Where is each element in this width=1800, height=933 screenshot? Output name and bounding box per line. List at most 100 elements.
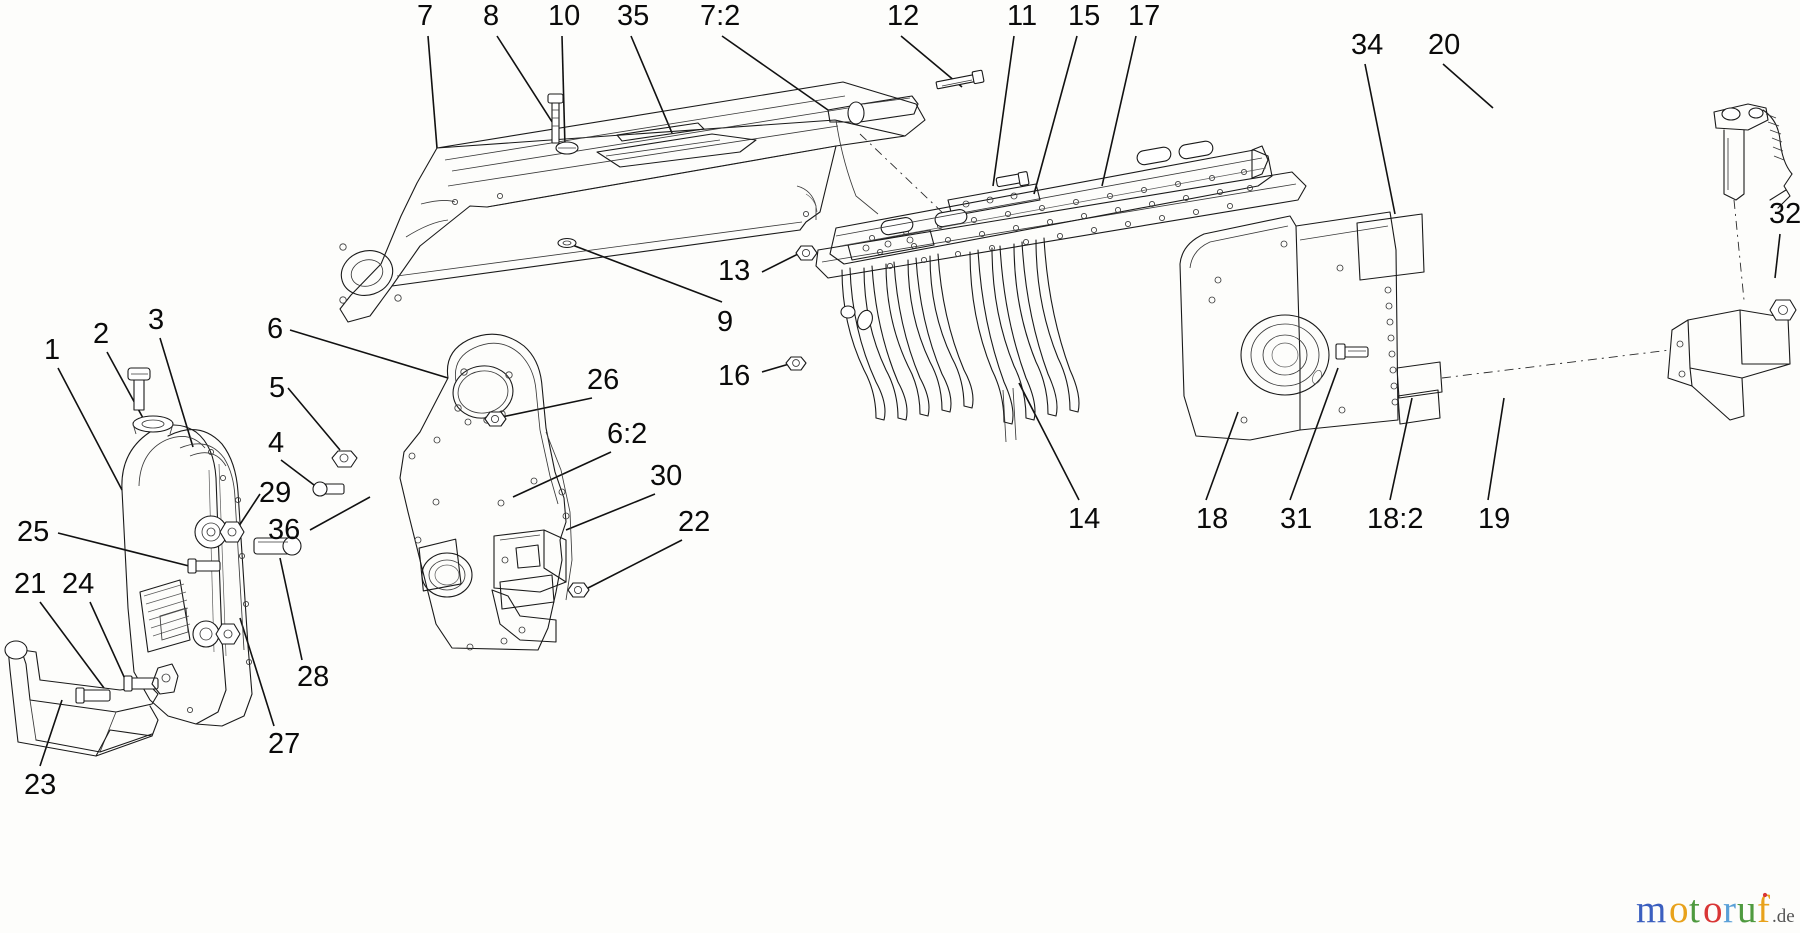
callout-29: 29 [259, 477, 292, 509]
fastener-32 [1769, 299, 1797, 321]
leader-23 [39, 699, 63, 767]
fastener-31 [1335, 343, 1369, 360]
fastener-5 [331, 450, 358, 468]
part-roller-d [1178, 140, 1214, 160]
part-7-2-pivot [827, 95, 919, 125]
leader-1 [57, 367, 123, 491]
callout-18-2: 18:2 [1367, 503, 1424, 535]
callout-7: 7 [417, 0, 434, 32]
callout-19: 19 [1478, 503, 1511, 535]
leader-21 [39, 601, 105, 689]
fastener-25 [187, 558, 221, 574]
part-28-pin [253, 536, 302, 556]
part-15b-bracket [847, 229, 935, 261]
leader-32 [1774, 233, 1781, 279]
leader-14 [1018, 382, 1080, 501]
callout-13: 13 [718, 255, 751, 287]
fastener-21 [75, 687, 111, 704]
callout-7-2: 7:2 [700, 0, 741, 32]
leader-7-2 [721, 35, 829, 111]
part-6-frame-plate [312, 333, 590, 651]
part-30-housing [493, 529, 567, 593]
callout-5: 5 [269, 372, 286, 404]
callout-2: 2 [93, 318, 110, 350]
watermark-letter-4: r [1723, 888, 1736, 930]
part-11-roller-a [880, 217, 914, 236]
leader-18-2 [1389, 397, 1413, 501]
leader-35 [630, 35, 673, 134]
watermark-letter-6: f [1757, 888, 1770, 930]
leader-22 [587, 539, 683, 589]
leader-30 [565, 493, 656, 531]
leader-8 [496, 35, 557, 129]
callout-leader-lines [39, 35, 1781, 767]
callout-8: 8 [483, 0, 500, 32]
leader-5 [287, 387, 341, 451]
part-19-bracket [1397, 299, 1797, 425]
fastener-12 [935, 69, 985, 90]
watermark-letter-0: m [1636, 888, 1666, 930]
callout-12: 12 [887, 0, 920, 32]
callout-11: 11 [1007, 0, 1038, 32]
part-lift-arm-assembly [339, 69, 985, 323]
fastener-22 [567, 582, 590, 598]
callout-25: 25 [17, 516, 50, 548]
callout-31: 31 [1280, 503, 1313, 535]
part-11-roller-b [934, 209, 968, 228]
fastener-11 [995, 171, 1030, 188]
callout-21: 21 [14, 568, 47, 600]
fastener-8 [547, 93, 564, 144]
fastener-9 [557, 237, 577, 249]
callout-20: 20 [1428, 29, 1461, 61]
leader-17 [1101, 35, 1137, 187]
callout-35: 35 [617, 0, 650, 32]
detail-14-tines [1002, 387, 1017, 443]
leader-19 [1487, 397, 1505, 501]
callout-6-2: 6:2 [607, 418, 648, 450]
leader-15 [1033, 35, 1078, 195]
callout-26: 26 [587, 364, 620, 396]
fastener-16 [785, 356, 807, 371]
callout-10: 10 [548, 0, 581, 32]
leader-6 [289, 329, 449, 379]
callout-23: 23 [24, 769, 57, 801]
watermark-letter-5: u [1737, 888, 1757, 930]
callout-36: 36 [268, 514, 301, 546]
callout-32: 32 [1769, 198, 1800, 230]
fastener-nut-29 [219, 521, 245, 543]
leader-20 [1442, 63, 1494, 109]
leader-31 [1289, 367, 1339, 501]
callout-28: 28 [297, 661, 330, 693]
callout-18: 18 [1196, 503, 1229, 535]
callout-9: 9 [717, 306, 734, 338]
fastener-10 [555, 141, 579, 155]
part-lower-boss [192, 620, 241, 648]
part-belt-cover-assembly [4, 367, 302, 757]
watermark-letter-2: t [1689, 888, 1700, 930]
leader-11 [992, 35, 1015, 187]
fastener-26 [484, 411, 507, 427]
leader-4 [280, 459, 319, 489]
part-2-cap [127, 367, 151, 411]
callout-34: 34 [1351, 29, 1384, 61]
leader-34 [1364, 63, 1396, 215]
callout-15: 15 [1068, 0, 1101, 32]
leader-10 [561, 35, 566, 148]
leader-13 [761, 252, 801, 273]
leader-3 [159, 337, 194, 448]
part-18-right-housing [1179, 211, 1443, 441]
callout-14: 14 [1068, 503, 1101, 535]
leader-7 [427, 35, 438, 149]
callout-30: 30 [650, 460, 683, 492]
callout-6: 6 [267, 313, 284, 345]
watermark-dot [1762, 892, 1768, 898]
fastener-13 [795, 245, 818, 261]
fastener-4 [312, 481, 345, 497]
part-17-tine-shaft-assembly [785, 140, 1307, 425]
leader-18 [1205, 411, 1239, 501]
part-23-skid-bracket [4, 640, 159, 757]
watermark-letter-1: o [1669, 888, 1689, 930]
